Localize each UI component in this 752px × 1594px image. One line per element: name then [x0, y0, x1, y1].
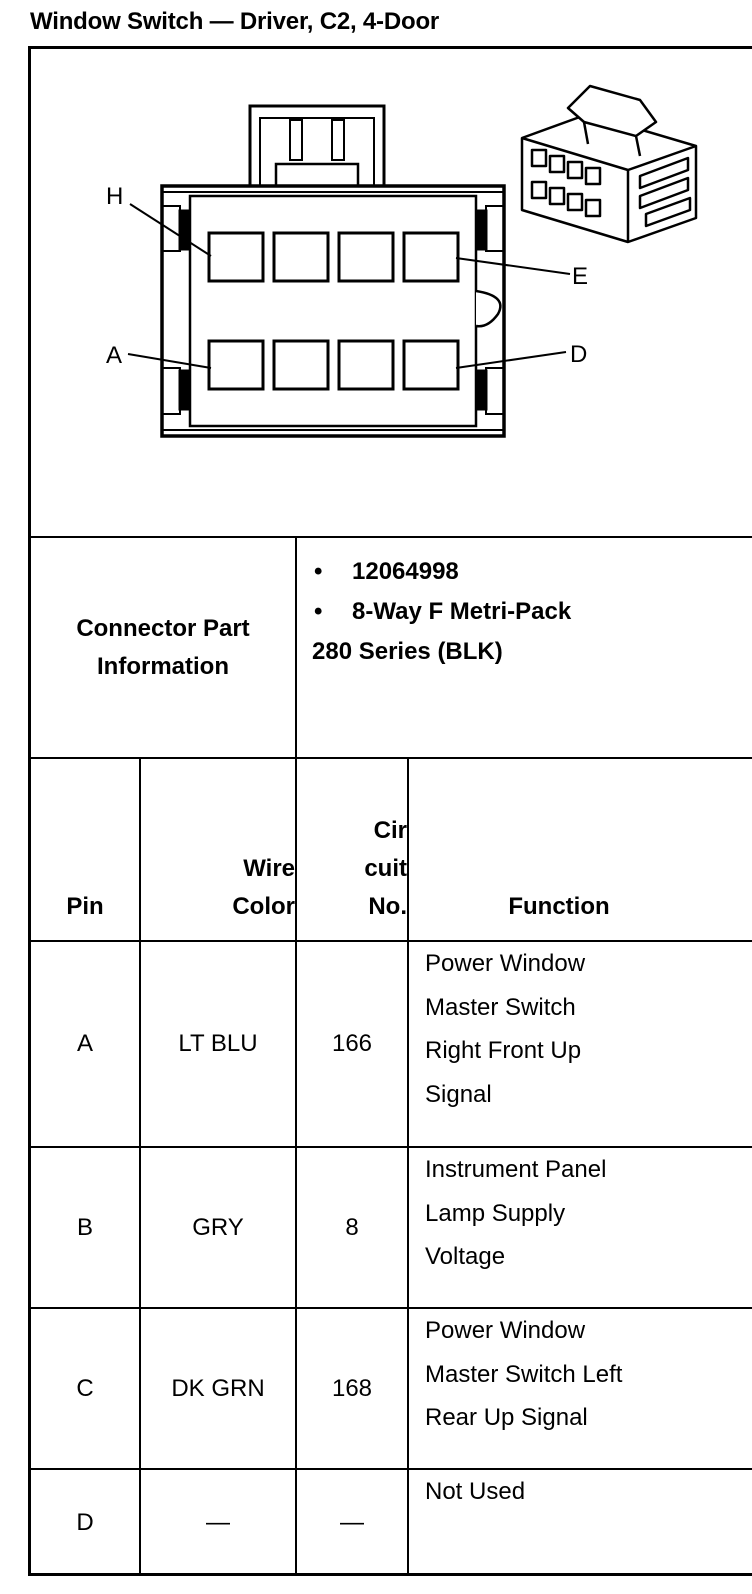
function-line: Rear Up Signal: [425, 1404, 588, 1431]
function-line: Not Used: [425, 1478, 526, 1505]
cell-pin: A: [76, 1030, 93, 1057]
cell-function: Not Used: [409, 1470, 709, 1576]
connector-series: 280 Series (BLK): [312, 638, 503, 665]
leader-d: [455, 351, 567, 369]
divider-pin-column: [139, 758, 141, 1576]
connector-face-diagram: H E A D: [106, 84, 698, 438]
cavity-e: [402, 231, 460, 283]
divider-circuit-column: [407, 758, 409, 1576]
divider-diagram-bottom: [28, 536, 752, 538]
pin-label-e: E: [572, 263, 588, 290]
divider-row-c: [28, 1468, 752, 1470]
divider-info-column: [295, 537, 297, 758]
cavity-f: [337, 231, 395, 283]
header-circuit-line: No.: [368, 893, 407, 920]
function-line: Master Switch Left: [425, 1360, 623, 1388]
connector-part-info-values: 12064998 8-Way F Metri-Pack 280 Series (…: [312, 552, 732, 672]
connector-latch: [248, 104, 386, 186]
divider-row-b: [28, 1307, 752, 1309]
header-pin: Pin: [66, 893, 104, 920]
cell-circuit-no: 8: [345, 1213, 359, 1241]
cell-wire-color: GRY: [192, 1213, 244, 1241]
cavity-h: [207, 231, 265, 283]
header-wire-line: Color: [232, 893, 295, 920]
cell-wire-color: LT BLU: [178, 1030, 258, 1057]
info-label-line: Connector Part: [76, 614, 250, 642]
pin-label-h: H: [106, 183, 123, 210]
cavity-b: [272, 339, 330, 391]
cavity-c: [337, 339, 395, 391]
cell-pin: D: [76, 1509, 94, 1536]
header-function: Function: [508, 893, 610, 920]
info-label-line: Information: [97, 652, 229, 680]
connector-body-outline: [160, 184, 506, 438]
cell-circuit-no: 168: [331, 1374, 373, 1402]
leader-h: [129, 203, 212, 257]
connector-isometric-view: [520, 84, 698, 244]
cell-wire-color: —: [206, 1509, 230, 1536]
header-circuit-line: cuit: [364, 855, 407, 882]
part-number: 12064998: [312, 552, 732, 592]
header-circuit-no: Cir cuit No.: [297, 758, 407, 940]
function-line: Master Switch: [425, 993, 576, 1021]
cell-circuit-no: —: [340, 1509, 364, 1536]
pin-label-d: D: [570, 341, 587, 368]
page-title: Window Switch — Driver, C2, 4-Door: [30, 8, 440, 35]
divider-info-bottom: [28, 757, 752, 759]
function-line: Right Front Up: [425, 1037, 582, 1064]
divider-wire-column: [295, 758, 297, 1576]
function-line: Power Window: [425, 1317, 586, 1344]
divider-header-bottom: [28, 940, 752, 942]
cavity-d: [402, 339, 460, 391]
function-line: Instrument Panel: [425, 1156, 607, 1183]
function-line: Power Window: [425, 950, 586, 977]
cell-pin: C: [76, 1374, 94, 1402]
cell-pin: B: [76, 1213, 93, 1241]
pin-label-a: A: [106, 342, 122, 369]
connector-description: 8-Way F Metri-Pack: [312, 592, 732, 632]
header-circuit-line: Cir: [373, 817, 407, 844]
connector-part-info-label: Connector Part Information: [31, 537, 295, 758]
cell-wire-color: DK GRN: [171, 1374, 265, 1402]
function-line: Voltage: [425, 1243, 506, 1270]
leader-e: [455, 257, 571, 275]
connector-sheet: [28, 46, 752, 1576]
function-line: Lamp Supply: [425, 1199, 566, 1227]
function-line: Signal: [425, 1080, 492, 1108]
cavity-a: [207, 339, 265, 391]
header-wire-color: Wire Color: [141, 758, 295, 940]
leader-a: [127, 353, 212, 369]
cell-circuit-no: 166: [331, 1030, 373, 1057]
cavity-g: [272, 231, 330, 283]
divider-row-a: [28, 1146, 752, 1148]
header-wire-line: Wire: [243, 855, 295, 882]
